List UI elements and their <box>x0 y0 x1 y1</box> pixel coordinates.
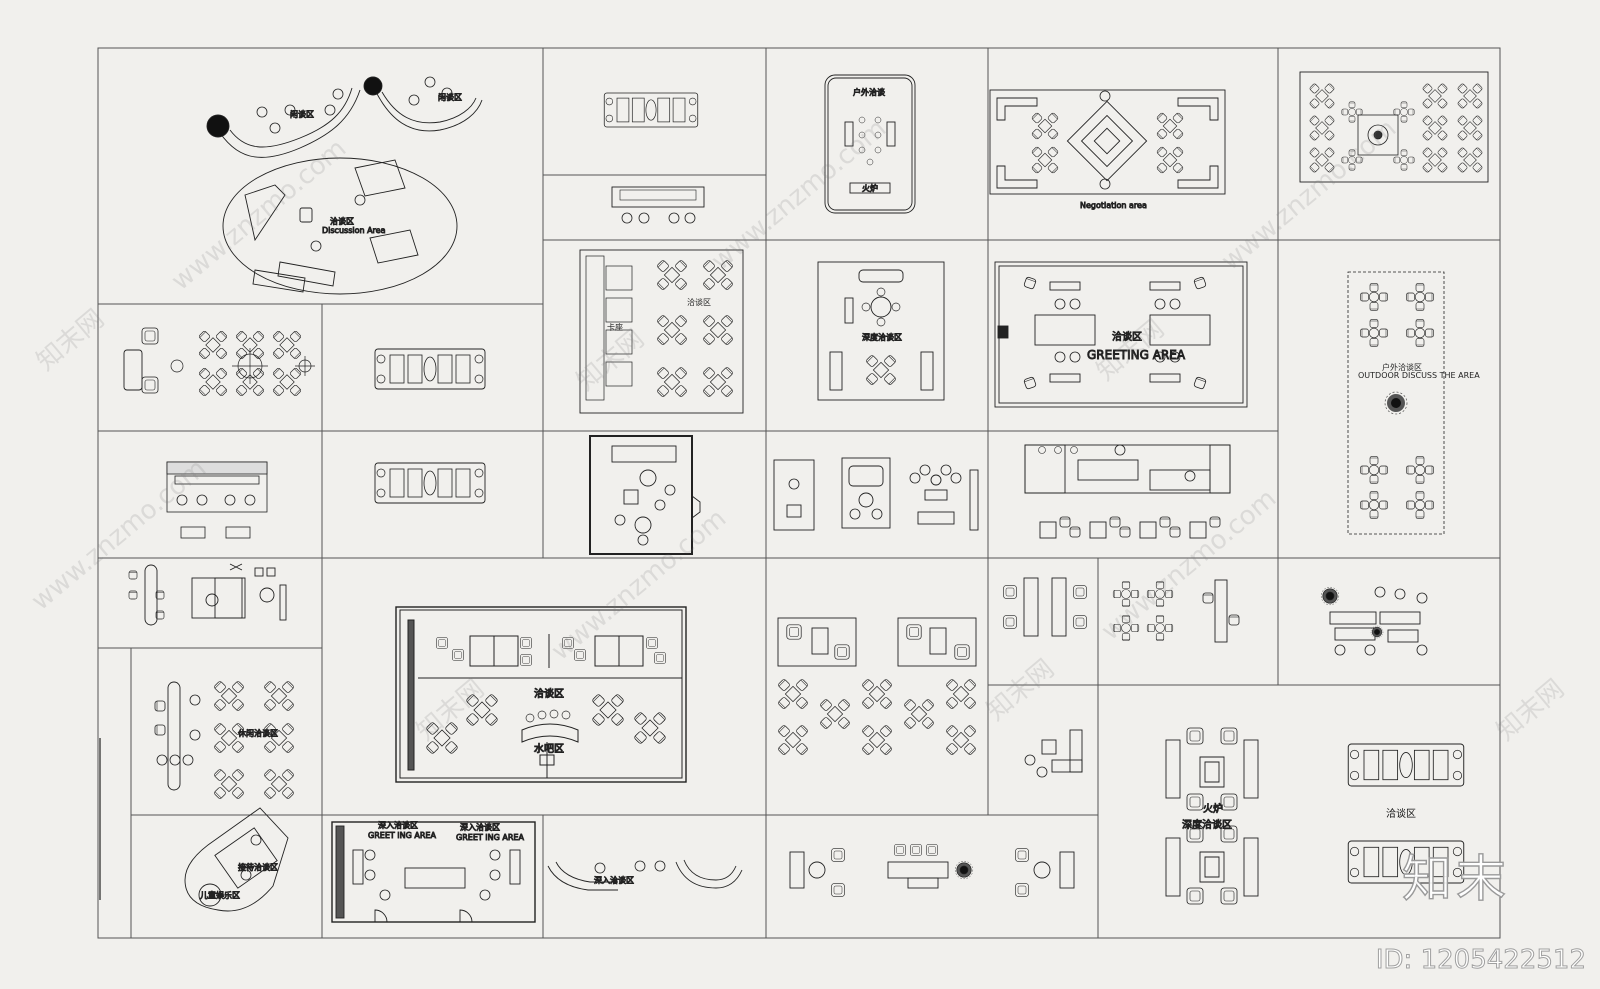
label-outdoor-dis-en: OUTDOOR DISCUSS THE AREA <box>1358 371 1480 380</box>
label-kids: 儿童娱乐区 <box>200 890 240 900</box>
cell-reception-desk <box>166 461 268 539</box>
cell-deep-negotiation: 深度洽谈区 <box>817 261 945 401</box>
cell-water-bar: 洽谈区 水吧区 <box>395 606 687 783</box>
cell-greeting: 洽谈区 GREETING AREA <box>994 261 1248 408</box>
cell-curved-sofas-bottom: 深入洽谈区 <box>547 859 743 891</box>
cell-outdoor-fire: 户外洽谈 火炉 <box>824 74 916 214</box>
label-talk-big: 洽谈区 <box>1386 807 1416 820</box>
label-deep-in2: 深入洽谈区 <box>460 822 500 832</box>
label-deep: 深度洽谈区 <box>862 332 902 342</box>
cell-corner-sofa <box>1024 729 1083 778</box>
label-leisure2: 休闲洽谈区 <box>238 728 278 738</box>
cell-mixed-r3 <box>773 457 979 531</box>
label-greeting-en: GREETING AREA <box>1087 348 1186 362</box>
cell-table-grid <box>1299 71 1489 183</box>
cell-narrow-r4 <box>128 563 287 626</box>
label-deep-in3: 深入洽谈区 <box>594 875 634 885</box>
label-leisure-2: 闲谈区 <box>438 92 462 102</box>
label-greet-small-2: GREET ING AREA <box>456 833 524 842</box>
label-outdoor: 户外洽谈 <box>853 87 885 97</box>
label-outdoor-dis: 户外洽谈区 <box>1382 362 1422 372</box>
label-card: 卡座 <box>607 322 623 332</box>
cell-greet-room: 深入洽谈区 GREET ING AREA 深入洽谈区 GREET ING ARE… <box>331 820 536 923</box>
label-deep-big: 深度洽谈区 <box>1182 818 1232 831</box>
label-discussion: 洽谈区 <box>330 216 354 226</box>
cell-right-r4 <box>1003 577 1240 643</box>
label-negotiate-bar: 洽谈区 <box>534 687 564 700</box>
label-discussion-en: Discussion Area <box>322 226 386 235</box>
cell-bar-counter <box>1024 444 1231 539</box>
cell-small-room <box>589 435 701 555</box>
cell-tables-r5: 休闲洽谈区 <box>154 681 294 800</box>
cell-talk-sofas: 洽谈区 <box>1347 743 1465 884</box>
label-leisure: 闲谈区 <box>290 109 314 119</box>
label-bar: 水吧区 <box>534 743 564 755</box>
cell-sofa-top <box>603 92 705 224</box>
cell-negotiation: Negotiation area <box>989 89 1226 210</box>
brand-logo: 知末 <box>1401 849 1510 908</box>
cell-kids-area: 接待洽谈区 儿童娱乐区 <box>184 807 289 912</box>
label-negotiate-card: 洽谈区 <box>687 297 711 307</box>
cell-sofa-r3 <box>374 462 486 504</box>
cell-sofas-tables <box>778 617 977 755</box>
label-greeting-cn: 洽谈区 <box>1112 330 1142 343</box>
grid-frame <box>97 47 1501 939</box>
label-deep-in: 深入洽谈区 <box>378 820 418 830</box>
image-id: ID: 1205422512 <box>1375 945 1586 976</box>
cell-outdoor-discuss: 户外洽谈区 OUTDOOR DISCUSS THE AREA <box>1347 271 1480 535</box>
label-negotiation-en: Negotiation area <box>1080 201 1147 210</box>
label-reception: 接待洽谈区 <box>238 862 278 872</box>
cell-deep-fire: 火炉 深度洽谈区 <box>1165 727 1259 905</box>
label-greet-small: GREET ING AREA <box>368 831 436 840</box>
label-fire-big: 火炉 <box>1203 803 1223 815</box>
cell-tables-crosshair <box>123 327 315 397</box>
cell-card-seats: 洽谈区 卡座 <box>579 249 744 414</box>
cell-far-right-r4 <box>1320 586 1428 656</box>
label-fire: 火炉 <box>862 183 878 193</box>
cell-leisure-discussion: 闲谈区 闲谈区 洽谈区 Discussion Area <box>206 76 483 295</box>
cell-sofa-r2 <box>374 348 486 390</box>
cell-lounge-bottom <box>789 844 1075 897</box>
